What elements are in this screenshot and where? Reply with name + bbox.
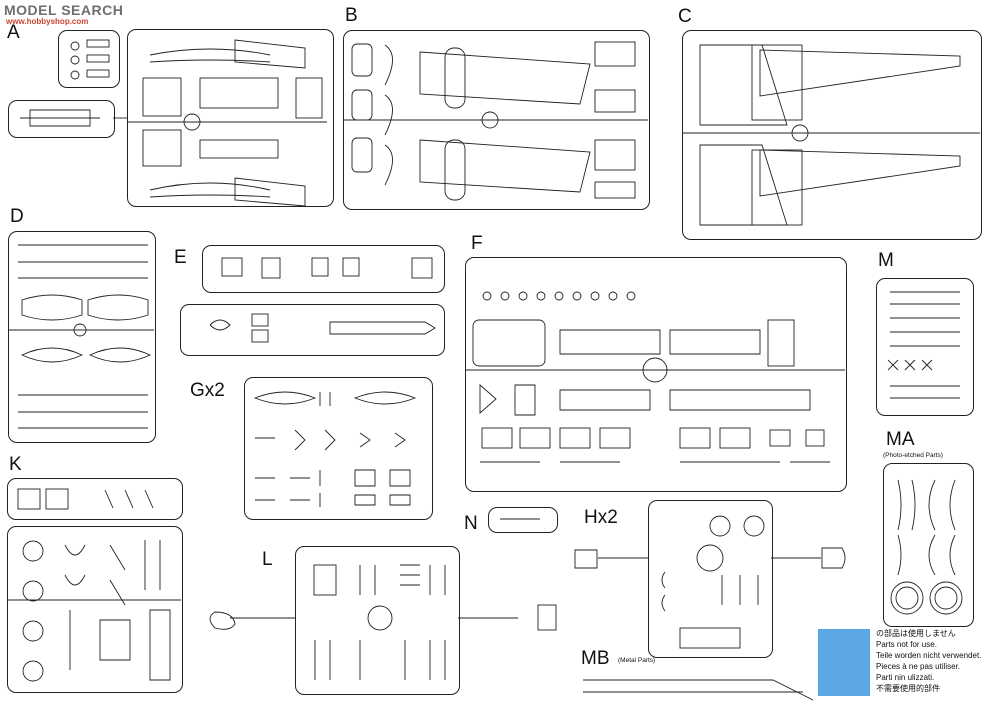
sprue-label-g: Gx2 bbox=[190, 380, 225, 401]
sprue-c-frame bbox=[682, 30, 982, 240]
sprue-label-ma: MA bbox=[886, 429, 915, 450]
legend-line-french: Pieces à ne pas utiliser. bbox=[876, 662, 961, 671]
sprue-m-frame bbox=[876, 278, 974, 416]
sprue-k-frame-bottom bbox=[7, 526, 183, 693]
sprue-label-e: E bbox=[174, 247, 187, 268]
sprue-e-frame-bottom bbox=[180, 304, 445, 356]
sprue-label-mb: MB bbox=[581, 648, 610, 669]
sprue-a-tab bbox=[8, 100, 115, 138]
sprue-f-frame bbox=[465, 257, 847, 492]
legend-line-german: Teile worden nicht verwendet. bbox=[876, 651, 982, 660]
legend-text: の部品は使用しません Parts not for use. Teile word… bbox=[876, 628, 981, 694]
sprue-label-l: L bbox=[262, 549, 273, 570]
sprue-ma-frame bbox=[883, 463, 974, 627]
sprue-h-frame bbox=[648, 500, 773, 658]
legend-line-japanese: の部品は使用しません bbox=[876, 629, 956, 638]
sprue-label-c: C bbox=[678, 6, 692, 27]
sprue-label-f: F bbox=[471, 233, 483, 254]
sprue-label-h: Hx2 bbox=[584, 507, 618, 528]
sprue-k-frame-top bbox=[7, 478, 183, 520]
sprue-label-n: N bbox=[464, 513, 478, 534]
sprue-g-frame bbox=[244, 377, 433, 520]
watermark-brand: MODEL SEARCH bbox=[4, 2, 124, 18]
sprue-label-k: K bbox=[9, 454, 22, 475]
legend-line-italian: Parti nin ulizzati. bbox=[876, 673, 935, 682]
legend-line-chinese: 不需要使用的部件 bbox=[876, 684, 940, 693]
sprue-n-frame bbox=[488, 507, 558, 533]
sprue-label-a: A bbox=[7, 22, 20, 43]
sprue-label-mb-sub: (Metal Parts) bbox=[618, 657, 656, 664]
sprue-e-frame-top bbox=[202, 245, 445, 293]
sprue-label-d: D bbox=[10, 206, 24, 227]
sprue-label-m: M bbox=[878, 250, 894, 271]
sprue-l-frame bbox=[295, 546, 460, 695]
sprue-label-ma-sub: (Photo-etched Parts) bbox=[883, 452, 943, 459]
legend-line-english: Parts not for use. bbox=[876, 640, 937, 649]
sprue-d-frame bbox=[8, 231, 156, 443]
sprue-label-b: B bbox=[345, 5, 358, 26]
legend-color-swatch bbox=[818, 629, 870, 696]
watermark-url: www.hobbyshop.com bbox=[6, 17, 89, 26]
